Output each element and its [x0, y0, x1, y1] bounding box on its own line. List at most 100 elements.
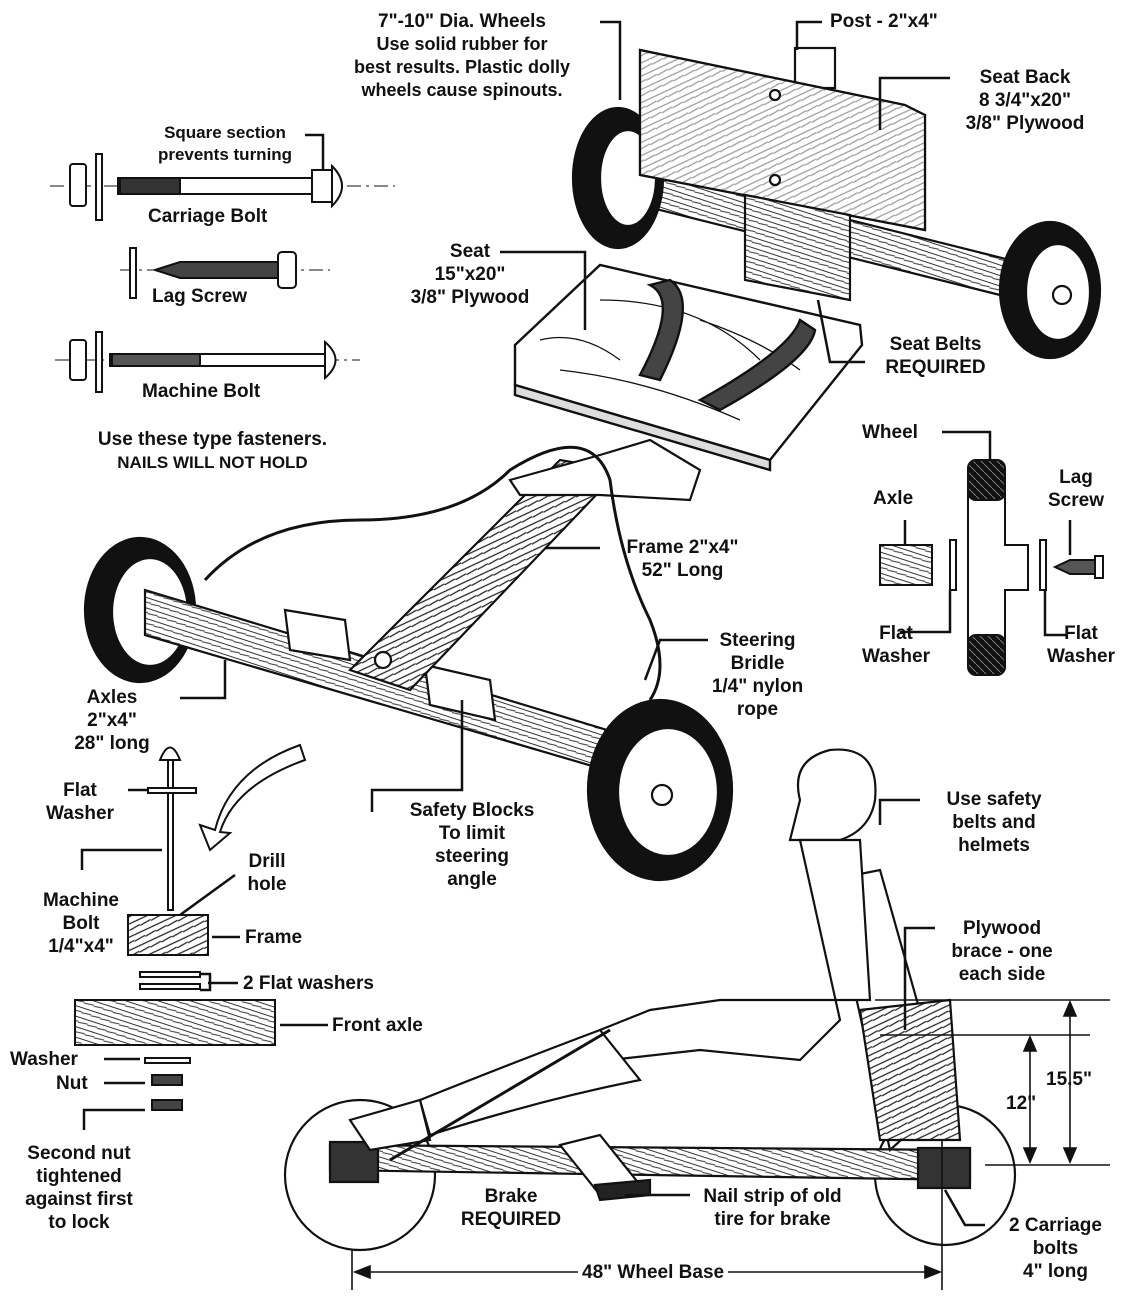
label-line: Frame 2"x4"	[626, 537, 739, 558]
label-line: 28" long	[74, 733, 150, 754]
label-pivot-machine-bolt: Machine Bolt 1/4"x4"	[26, 889, 136, 958]
label-lag-screw: Lag Screw	[152, 285, 247, 308]
label-line: Flat	[879, 623, 913, 644]
label-line: brace - one	[951, 941, 1053, 962]
label-line: against first	[25, 1189, 133, 1210]
label-line: Lag Screw	[152, 286, 248, 307]
label-line: prevents turning	[157, 145, 293, 164]
label-line: Carriage Bolt	[148, 206, 268, 227]
label-line: 48" Wheel Base	[582, 1262, 725, 1283]
label-line: angle	[447, 869, 497, 890]
steering-rope	[203, 445, 662, 701]
label-wheels: 7"-10" Dia. Wheels Use solid rubber for …	[326, 10, 598, 102]
label-post: Post - 2"x4"	[830, 10, 938, 33]
label-line: Nut	[56, 1073, 88, 1094]
label-pivot-washer: Washer	[10, 1048, 78, 1071]
label-line: Seat Back	[979, 67, 1071, 88]
label-line: to lock	[48, 1212, 110, 1233]
label-seat-belts: Seat Belts REQUIRED	[868, 333, 1003, 379]
label-line: bolts	[1032, 1238, 1079, 1259]
label-line: 2 Carriage	[1009, 1215, 1102, 1236]
label-line: 3/8" Plywood	[965, 113, 1085, 134]
label-line: Flat	[1064, 623, 1098, 644]
label-line: Seat Belts	[889, 334, 982, 355]
label-line: 7"-10" Dia. Wheels	[378, 11, 546, 32]
leader-lines	[80, 20, 1072, 1227]
label-line: Wheel	[862, 422, 918, 443]
label-nail-strip: Nail strip of old tire for brake	[685, 1185, 860, 1231]
label-line: Washer	[10, 1049, 78, 1070]
wheel-cross-section	[879, 459, 1104, 676]
helmet	[788, 748, 877, 842]
label-line: Seat	[449, 241, 491, 262]
label-line: Drill	[248, 851, 286, 872]
label-line: helmets	[958, 835, 1030, 856]
label-line: Lag	[1059, 467, 1093, 488]
label-line: REQUIRED	[460, 1209, 562, 1230]
label-pivot-flat-washer: Flat Washer	[30, 779, 130, 825]
label-frame: Frame 2"x4" 52" Long	[610, 536, 755, 582]
label-line: 15"x20"	[434, 264, 506, 285]
label-line: Post - 2"x4"	[830, 11, 938, 32]
label-line: 1/4" nylon	[711, 676, 804, 697]
driver-legs	[418, 1028, 642, 1137]
label-line: tightened	[36, 1166, 122, 1187]
driver-feet	[348, 1098, 432, 1152]
label-line: Washer	[862, 646, 930, 667]
label-line: Frame	[245, 927, 303, 948]
label-pivot-frame: Frame	[245, 926, 302, 949]
label-line: 2"x4"	[87, 710, 137, 731]
label-line: NAILS WILL NOT HOLD	[117, 453, 308, 472]
label-wheel-base: 48" Wheel Base	[578, 1261, 729, 1284]
label-line: belts and	[952, 812, 1036, 833]
label-pivot-two-washers: 2 Flat washers	[243, 972, 374, 995]
label-line: Machine Bolt	[142, 381, 261, 402]
seat-back	[638, 46, 927, 232]
label-line: best results. Plastic dolly	[353, 57, 571, 77]
steering-rope-side	[389, 1028, 611, 1162]
label-line: 2 Flat washers	[243, 973, 374, 994]
label-pivot-nut: Nut	[56, 1072, 88, 1095]
label-machine-bolt: Machine Bolt	[142, 380, 260, 403]
label-line: 1/4"x4"	[48, 936, 114, 957]
label-line: Washer	[46, 803, 114, 824]
label-square-section: Square section prevents turning	[145, 122, 305, 166]
curved-arrow	[198, 743, 307, 852]
label-line: Screw	[1048, 490, 1104, 511]
fastener-machine-bolt	[55, 331, 360, 393]
label-wheel-detail-lag: Lag Screw	[1038, 466, 1114, 512]
label-seat: Seat 15"x20" 3/8" Plywood	[390, 240, 550, 309]
label-line: each side	[958, 964, 1046, 985]
side-plywood-brace	[858, 998, 962, 1142]
label-line: Second nut	[27, 1143, 131, 1164]
label-axles: Axles 2"x4" 28" long	[52, 686, 172, 755]
seat-belt-right	[697, 318, 817, 412]
label-brake: Brake REQUIRED	[445, 1185, 577, 1231]
label-line: 52" Long	[641, 560, 724, 581]
label-line: Use safety	[946, 789, 1042, 810]
label-line: 4" long	[1023, 1261, 1088, 1282]
label-line: REQUIRED	[885, 357, 986, 378]
label-line: hole	[247, 874, 287, 895]
label-line: 8 3/4"x20"	[979, 90, 1071, 111]
label-line: Square section	[164, 123, 286, 142]
label-line: Plywood	[962, 918, 1042, 939]
seat-belt-left	[638, 278, 685, 382]
label-line: Machine	[42, 890, 120, 911]
label-fastener-note: Use these type fasteners. NAILS WILL NOT…	[60, 428, 365, 474]
label-wheel-detail-washer-right: Flat Washer	[1035, 622, 1127, 668]
label-line: Use these type fasteners.	[97, 429, 328, 450]
label-drill-hole: Drill hole	[235, 850, 299, 896]
label-wheel-detail-axle: Axle	[873, 487, 913, 510]
label-line: Safety Blocks	[409, 800, 535, 821]
seat-board	[513, 263, 864, 472]
label-line: Axles	[86, 687, 138, 708]
label-dim-15-5: 15.5"	[1046, 1068, 1092, 1091]
label-line: steering	[435, 846, 509, 867]
label-safety-helmets: Use safety belts and helmets	[928, 788, 1060, 857]
label-line: Front axle	[332, 1015, 423, 1036]
safety-block-left	[283, 608, 352, 662]
label-safety-blocks: Safety Blocks To limit steering angle	[392, 799, 552, 891]
label-line: Washer	[1047, 646, 1115, 667]
